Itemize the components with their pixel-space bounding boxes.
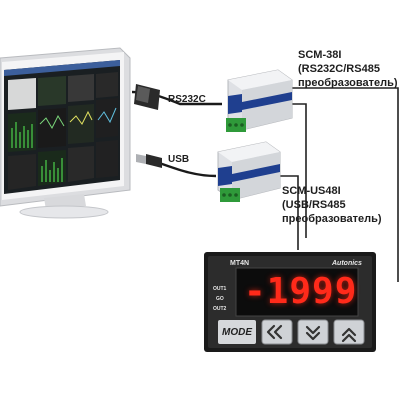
rs232c-label: RS232C <box>168 94 206 105</box>
indicator-out2: OUT2 <box>213 306 227 312</box>
scm-38i-description-line2: преобразователь) <box>298 77 398 89</box>
scm-us48i-converter <box>217 141 281 202</box>
mt4n-panel-meter <box>204 252 376 352</box>
usb-cable <box>136 154 217 178</box>
usb-label: USB <box>168 154 190 165</box>
scm-38i-converter <box>226 69 293 132</box>
rs232c-cable <box>131 84 222 110</box>
computer-monitor <box>0 47 131 219</box>
scm-us48i-name: SCM-US48I <box>282 185 341 197</box>
meter-brand-logo: Autonics <box>332 260 362 267</box>
indicator-out1: OUT1 <box>213 286 227 292</box>
scm-38i-name: SCM-38I <box>298 49 342 61</box>
mode-button: MODE <box>222 327 252 338</box>
meter-display-value: -1999 <box>244 271 358 312</box>
scm-us48i-description-line1: (USB/RS485 <box>282 199 346 211</box>
meter-model-label: MT4N <box>230 260 250 267</box>
indicator-go: GO <box>216 296 224 302</box>
scm-38i-description-line1: (RS232C/RS485 <box>298 63 380 75</box>
scm-us48i-description-line2: преобразователь) <box>282 213 382 225</box>
